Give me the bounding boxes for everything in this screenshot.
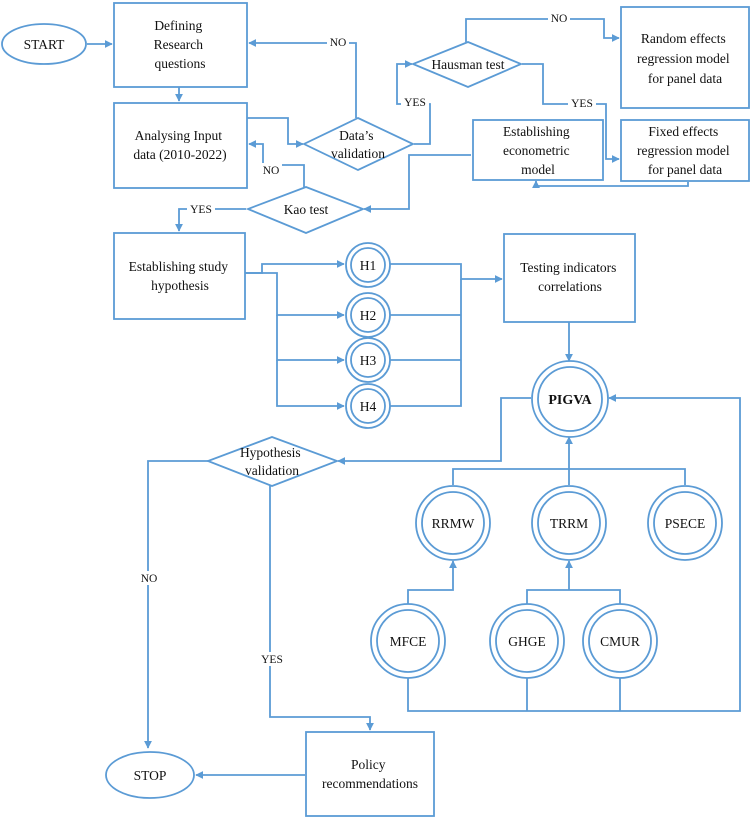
policy-recommendations-box: Policy recommendations — [305, 731, 435, 817]
policy-recommendations-label: Policy recommendations — [322, 757, 418, 791]
h3-node: H3 — [345, 337, 391, 383]
econometric-model-box: Establishing econometric model — [472, 119, 604, 181]
random-effects-model-box: Random effects regression model for pane… — [620, 6, 750, 109]
edge-hypothesis-to-h1 — [245, 260, 345, 274]
edge-hausman-no-to-random — [465, 18, 620, 42]
edge-fixed-to-econometric — [532, 180, 689, 189]
edge-analysing-to-data-validation — [247, 117, 304, 148]
edge-mfce-to-rrmw — [407, 560, 457, 604]
cmur-label: CMUR — [600, 634, 640, 649]
edge-h1-to-testing — [390, 263, 503, 283]
hypothesis-validation-label: Hypothesis validation — [240, 445, 304, 478]
trrm-node: TRRM — [531, 485, 607, 561]
edge-label-no-hyp-validation: NO — [141, 573, 158, 585]
start-terminal: START — [1, 23, 87, 65]
pigva-label: PIGVA — [548, 393, 592, 408]
edge-label-yes-hausman: YES — [571, 98, 593, 110]
testing-correlations-label: Testing indicators correlations — [520, 260, 620, 294]
fixed-effects-model-box: Fixed effects regression model for panel… — [620, 119, 750, 182]
analysing-input-data-box: Analysing Input data (2010-2022) — [113, 102, 248, 189]
edge-label-yes-data-validation: YES — [404, 97, 426, 109]
testing-correlations-box: Testing indicators correlations — [503, 233, 636, 323]
h1-label: H1 — [360, 258, 377, 273]
mfce-label: MFCE — [390, 634, 427, 649]
stop-terminal: STOP — [105, 751, 195, 799]
edge-label-no-kao: NO — [263, 165, 280, 177]
hausman-test-label: Hausman test — [431, 57, 504, 72]
stop-label: STOP — [134, 768, 167, 783]
h4-label: H4 — [360, 399, 377, 414]
edge-label-no-data-validation: NO — [330, 37, 347, 49]
edge-hyp-validation-no-to-stop — [144, 460, 208, 749]
edge-pigva-to-hyp-validation — [337, 397, 531, 465]
ghge-label: GHGE — [508, 634, 546, 649]
edge-label-no-hausman: NO — [551, 13, 568, 25]
trrm-label: TRRM — [550, 516, 588, 531]
h4-node: H4 — [345, 383, 391, 429]
ghge-node: GHGE — [489, 603, 565, 679]
cmur-node: CMUR — [582, 603, 658, 679]
econometric-model-label: Establishing econometric model — [503, 124, 573, 177]
hausman-test-decision: Hausman test — [410, 41, 524, 88]
data-validation-label: Data’s validation — [331, 128, 385, 161]
edge-bottom-loop-to-pigva — [407, 394, 741, 712]
pigva-node: PIGVA — [531, 360, 609, 438]
h3-label: H3 — [360, 353, 377, 368]
study-hypothesis-label: Establishing study hypothesis — [129, 259, 232, 293]
defining-research-questions-box: Defining Research questions — [113, 2, 248, 88]
edge-h4-to-merge — [390, 279, 462, 407]
edge-label-yes-kao: YES — [190, 204, 212, 216]
edge-econometric-to-kao — [363, 154, 471, 213]
edge-hypothesis-to-h4 — [276, 360, 345, 410]
rrmw-label: RRMW — [432, 516, 475, 531]
edge-kao-yes-to-hypothesis — [175, 208, 246, 232]
h2-label: H2 — [360, 308, 377, 323]
study-hypothesis-box: Establishing study hypothesis — [113, 232, 246, 320]
edge-hyp-validation-yes-to-policy — [269, 485, 374, 731]
start-label: START — [24, 37, 66, 52]
h1-node: H1 — [345, 242, 391, 288]
kao-test-label: Kao test — [284, 202, 329, 217]
psece-node: PSECE — [647, 485, 723, 561]
data-validation-decision: Data’s validation — [301, 117, 416, 171]
random-effects-model-label: Random effects regression model for pane… — [637, 31, 733, 86]
mfce-node: MFCE — [370, 603, 446, 679]
edge-label-yes-hyp-validation: YES — [261, 654, 283, 666]
edge-hypothesis-to-h3 — [276, 315, 345, 364]
edge-data-validation-no-to-defining — [248, 39, 357, 118]
defining-research-questions-label: Defining Research questions — [154, 18, 207, 71]
hypothesis-validation-decision: Hypothesis validation — [205, 436, 340, 487]
analysing-input-data-label: Analysing Input data (2010-2022) — [133, 128, 226, 162]
edge-hypothesis-to-h2 — [245, 272, 345, 319]
h2-node: H2 — [345, 292, 391, 338]
kao-test-decision: Kao test — [245, 186, 366, 234]
rrmw-node: RRMW — [415, 485, 491, 561]
psece-label: PSECE — [665, 516, 706, 531]
edge-ghge-cmur-to-trrm — [526, 589, 621, 604]
fixed-effects-model-label: Fixed effects regression model for panel… — [637, 124, 733, 177]
